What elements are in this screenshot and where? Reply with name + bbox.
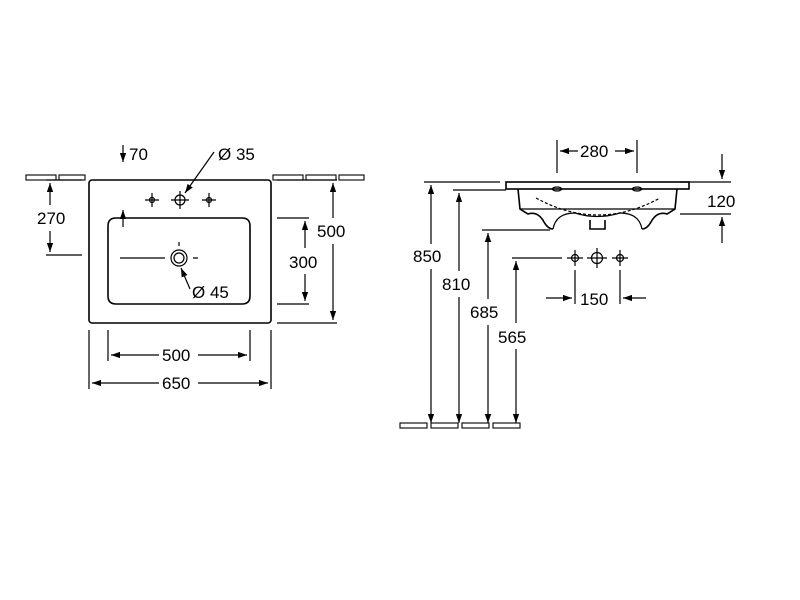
dim-685-label: 685 — [470, 303, 498, 322]
dim-300-label: 300 — [289, 253, 317, 272]
dim-280-label: 280 — [580, 142, 608, 161]
dim-270-label: 270 — [37, 209, 65, 228]
tap-hole-icon — [171, 191, 189, 209]
side-view: 280 120 850 810 685 565 — [399, 140, 735, 429]
supply-connection-left-icon — [567, 250, 583, 266]
dim-565-label: 565 — [498, 328, 526, 347]
dim-850-label: 850 — [413, 247, 441, 266]
waste-connection-icon — [587, 248, 607, 268]
bowl-outline — [107, 217, 251, 305]
dim-500-width-label: 500 — [162, 346, 190, 365]
dim-500-depth-label: 500 — [317, 222, 345, 241]
dim-650-label: 650 — [162, 374, 190, 393]
dim-70-label: 70 — [129, 145, 148, 164]
tap-hole-marker-right-icon — [202, 193, 216, 207]
basin-outline — [88, 179, 272, 324]
dim-810-label: 810 — [442, 275, 470, 294]
dim-tap-hole-diameter-label: Ø 35 — [218, 145, 255, 164]
dim-120-label: 120 — [707, 192, 735, 211]
basin-profile — [505, 181, 690, 230]
wall-plan — [25, 174, 365, 181]
tap-hole-marker-left-icon — [145, 193, 159, 207]
supply-connection-right-icon — [612, 250, 628, 266]
waste-outlet-icon — [120, 242, 198, 267]
dim-150-label: 150 — [580, 290, 608, 309]
dim-waste-diameter-label: Ø 45 — [192, 283, 229, 302]
plan-view: 70 Ø 35 Ø 45 270 300 500 500 650 — [25, 145, 365, 393]
floor-side — [399, 422, 521, 429]
